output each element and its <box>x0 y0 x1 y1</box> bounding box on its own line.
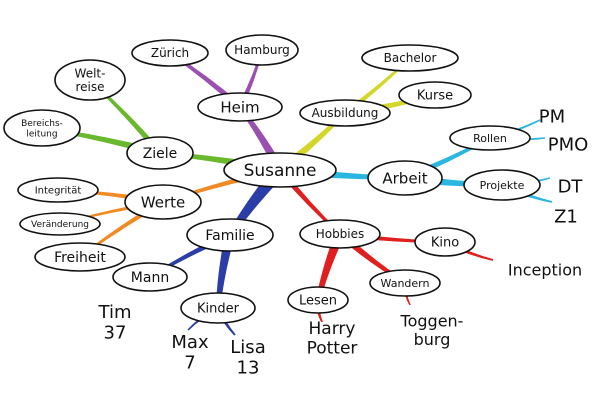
node-hamburg[interactable]: Hamburg <box>225 34 299 66</box>
node-ellipse <box>463 169 541 201</box>
node-susanne[interactable]: Susanne <box>223 152 337 188</box>
node-ellipse <box>361 44 459 72</box>
node-ellipse <box>299 219 381 249</box>
node-bereichsleitung[interactable]: Bereichs-leitung <box>3 109 81 147</box>
branch-hobbies <box>444 240 494 261</box>
node-label: Susanne <box>244 161 317 181</box>
node-label: Hamburg <box>234 43 290 57</box>
node-label: Integrität <box>35 186 82 197</box>
node-label: Kurse <box>417 89 453 104</box>
branch-arbeit <box>501 183 553 203</box>
node-ellipse <box>124 184 202 220</box>
node-label: Bereichs-leitung <box>21 119 63 139</box>
node-ellipse <box>449 125 531 151</box>
node-ellipse <box>131 39 209 67</box>
node-kinder[interactable]: Kinder <box>180 292 256 324</box>
node-integritaet[interactable]: Integrität <box>17 177 99 203</box>
node-ellipse <box>126 136 194 170</box>
node-label: Ausbildung <box>312 106 379 120</box>
node-label: Zürich <box>151 46 189 60</box>
node-label: Bachelor <box>384 51 437 65</box>
node-hobbies[interactable]: Hobbies <box>299 219 381 249</box>
node-label: Mann <box>131 270 169 286</box>
node-label: Kinder <box>197 302 240 317</box>
branch-hobbies <box>315 232 345 301</box>
node-ellipse <box>287 286 349 314</box>
node-ellipse <box>299 99 391 127</box>
node-wandern[interactable]: Wandern <box>369 269 441 297</box>
node-weltreise[interactable]: Welt-reise <box>54 59 126 101</box>
leaf-inception: Inception <box>508 261 582 280</box>
node-kurse[interactable]: Kurse <box>398 81 472 109</box>
node-label: Veränderung <box>31 220 89 230</box>
node-ziele[interactable]: Ziele <box>126 136 194 170</box>
node-ellipse <box>34 242 126 272</box>
node-ellipse <box>367 160 443 196</box>
node-familie[interactable]: Familie <box>186 218 274 252</box>
node-ellipse <box>369 269 441 297</box>
node-label: Hobbies <box>316 227 365 241</box>
node-label: Arbeit <box>382 169 427 187</box>
node-label: Rollen <box>473 132 507 145</box>
node-heim[interactable]: Heim <box>197 92 283 122</box>
node-ausbildung[interactable]: Ausbildung <box>299 99 391 127</box>
node-ellipse <box>398 81 472 109</box>
node-zuerich[interactable]: Zürich <box>131 39 209 67</box>
node-ellipse <box>225 34 299 66</box>
branch-familie <box>215 234 235 309</box>
node-label: Lesen <box>299 294 337 309</box>
node-ellipse <box>223 152 337 188</box>
leaf-pm: PM <box>539 106 565 127</box>
leaf-dt: DT <box>558 176 584 197</box>
node-ellipse <box>19 212 101 236</box>
node-ellipse <box>414 227 476 257</box>
node-label: Werte <box>141 193 185 211</box>
node-werte[interactable]: Werte <box>124 184 202 220</box>
node-label: Wandern <box>381 277 430 290</box>
node-kino[interactable]: Kino <box>414 227 476 257</box>
node-lesen[interactable]: Lesen <box>287 286 349 314</box>
node-ellipse <box>186 218 274 252</box>
node-freiheit[interactable]: Freiheit <box>34 242 126 272</box>
node-arbeit[interactable]: Arbeit <box>367 160 443 196</box>
leaf-z1: Z1 <box>554 206 578 227</box>
node-label: Familie <box>205 228 254 244</box>
node-label: Freiheit <box>54 250 106 266</box>
leaf-toggenburg: Toggen-burg <box>400 311 464 348</box>
node-ellipse <box>180 292 256 324</box>
node-bachelor[interactable]: Bachelor <box>361 44 459 72</box>
node-label: Projekte <box>480 179 525 192</box>
node-mann[interactable]: Mann <box>112 262 188 292</box>
node-ellipse <box>17 177 99 203</box>
node-ellipse <box>112 262 188 292</box>
node-label: Ziele <box>143 146 178 162</box>
node-projekte[interactable]: Projekte <box>463 169 541 201</box>
node-label: Kino <box>431 236 459 251</box>
node-veraenderung[interactable]: Veränderung <box>19 212 101 236</box>
leaf-pmo: PMO <box>548 134 589 155</box>
node-ellipse <box>3 109 81 147</box>
node-label: Heim <box>220 98 259 116</box>
node-label: Welt-reise <box>75 66 106 94</box>
node-rollen[interactable]: Rollen <box>449 125 531 151</box>
node-ellipse <box>197 92 283 122</box>
node-ellipse <box>54 59 126 101</box>
